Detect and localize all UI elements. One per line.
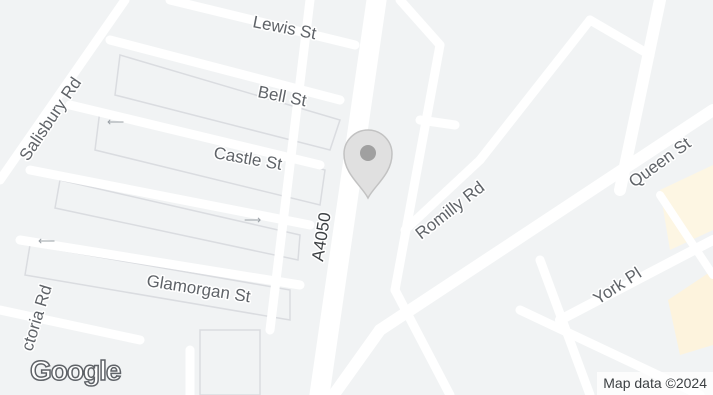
poi-area (668, 270, 713, 355)
svg-text:⟵: ⟵ (107, 115, 124, 129)
building-blocks (24, 54, 341, 395)
google-logo[interactable]: Google (29, 354, 122, 387)
map-pin-icon[interactable] (343, 129, 393, 200)
map-attribution[interactable]: Map data ©2024 (597, 372, 713, 395)
one-way-arrows: ⟵ ⟶ ⟵ (38, 115, 261, 248)
poi-area (660, 165, 713, 250)
main-roads (309, 0, 713, 395)
svg-text:⟶: ⟶ (244, 213, 261, 227)
map-pin-dot (360, 145, 376, 161)
svg-text:⟵: ⟵ (38, 234, 55, 248)
